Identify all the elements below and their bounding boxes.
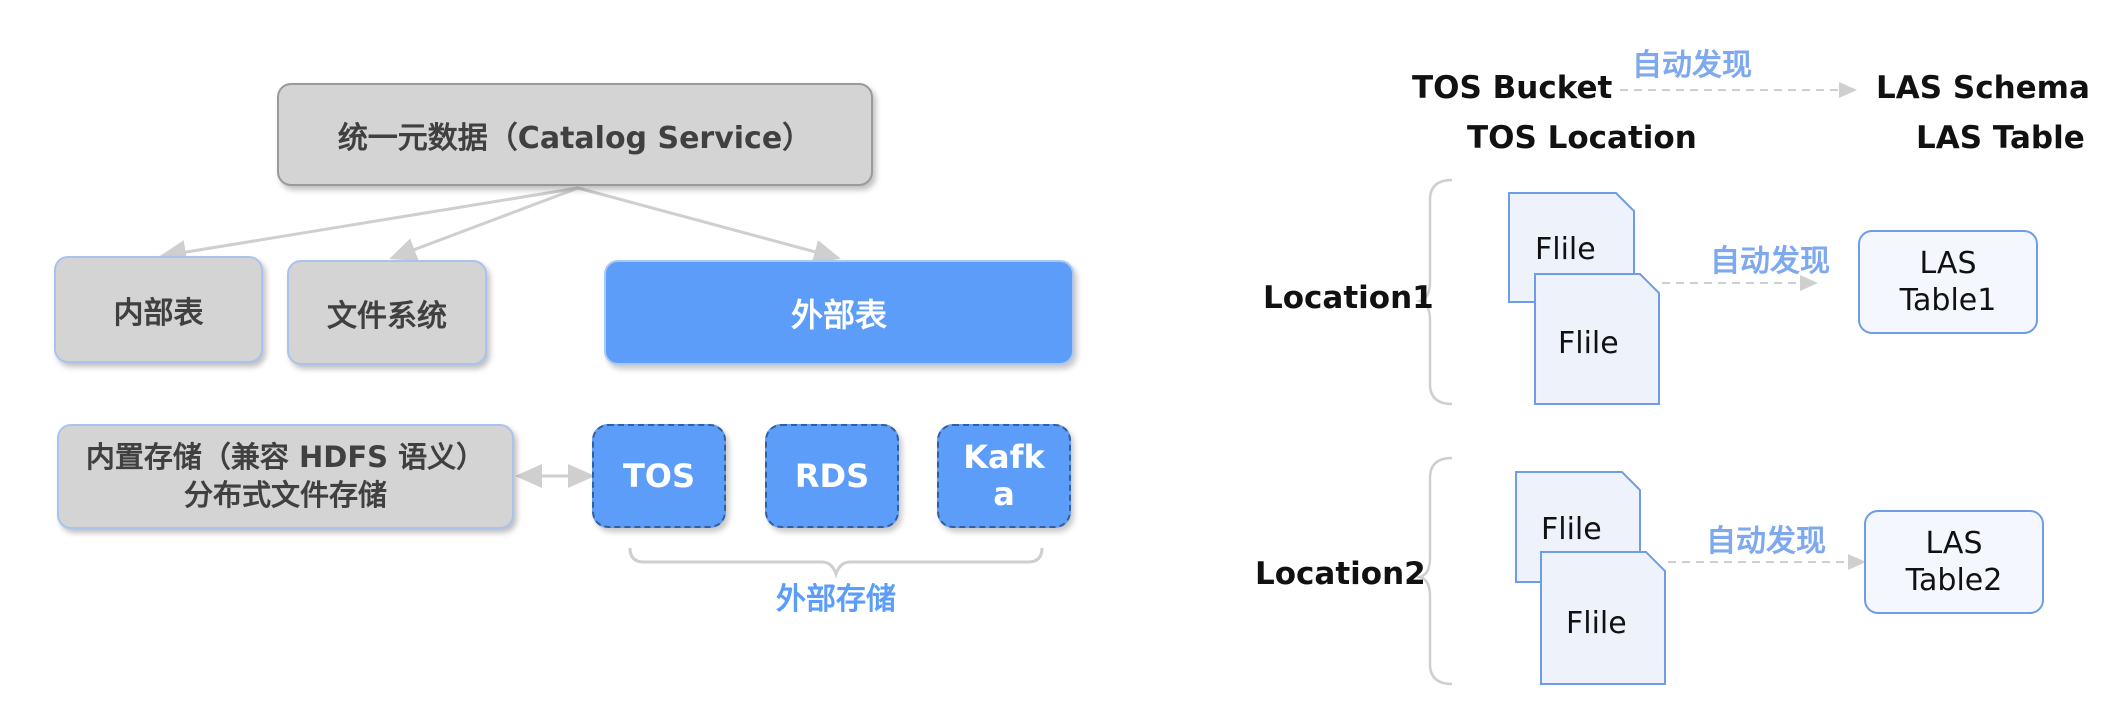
kafka-storage-label-1: Kafk bbox=[963, 438, 1045, 477]
location1-label: Location1 bbox=[1263, 280, 1434, 316]
las-table1-box: LAS Table1 bbox=[1858, 230, 2038, 334]
catalog-to-internal-line bbox=[159, 186, 579, 264]
rds-storage-box: RDS bbox=[765, 424, 899, 528]
kafka-storage-label-2: a bbox=[993, 475, 1015, 513]
tos-bucket-label: TOS Bucket bbox=[1412, 70, 1613, 106]
external-storage-label: 外部存储 bbox=[776, 582, 896, 617]
auto-discover-header: 自动发现 bbox=[1632, 48, 1752, 83]
external-storage-brace bbox=[628, 547, 1044, 579]
auto-discover-2: 自动发现 bbox=[1706, 524, 1826, 559]
external-table-label: 外部表 bbox=[790, 295, 887, 334]
file-1b-label: Flile bbox=[1558, 326, 1619, 361]
rds-storage-label: RDS bbox=[794, 456, 870, 495]
las-schema-label: LAS Schema bbox=[1876, 70, 2090, 106]
kafka-storage-box: Kafk a bbox=[937, 424, 1071, 528]
catalog-to-filesystem-line bbox=[389, 186, 579, 261]
las-table1-label-2: Table1 bbox=[1899, 283, 1997, 318]
las-table-label: LAS Table bbox=[1916, 120, 2085, 156]
internal-table-box: 内部表 bbox=[54, 256, 263, 363]
external-table-box: 外部表 bbox=[604, 260, 1074, 365]
auto-discover-1: 自动发现 bbox=[1710, 244, 1830, 279]
file-2b-label: Flile bbox=[1566, 606, 1627, 641]
las-table2-label-1: LAS bbox=[1925, 525, 1983, 561]
las-table2-label-2: Table2 bbox=[1905, 563, 2003, 598]
file-2a-label: Flile bbox=[1541, 512, 1602, 547]
tos-storage-label: TOS bbox=[622, 456, 696, 495]
file-1a-label: Flile bbox=[1535, 232, 1596, 267]
builtin-storage-label-2: 分布式文件存储 bbox=[183, 477, 387, 512]
location2-label: Location2 bbox=[1255, 556, 1426, 592]
tos-storage-box: TOS bbox=[592, 424, 726, 528]
file-system-box: 文件系统 bbox=[287, 260, 487, 365]
file-system-label: 文件系统 bbox=[327, 298, 447, 334]
internal-table-label: 内部表 bbox=[113, 295, 204, 331]
las-table1-label-1: LAS bbox=[1919, 245, 1977, 281]
builtin-storage-box: 内置存储（兼容 HDFS 语义） 分布式文件存储 bbox=[57, 424, 514, 529]
catalog-service-box: 统一元数据（Catalog Service） bbox=[277, 83, 873, 186]
las-table2-box: LAS Table2 bbox=[1864, 510, 2044, 614]
catalog-to-external-line bbox=[577, 186, 841, 264]
tos-location-label: TOS Location bbox=[1467, 120, 1697, 156]
builtin-storage-label-1: 内置存储（兼容 HDFS 语义） bbox=[85, 439, 486, 474]
catalog-service-label: 统一元数据（Catalog Service） bbox=[337, 120, 813, 156]
